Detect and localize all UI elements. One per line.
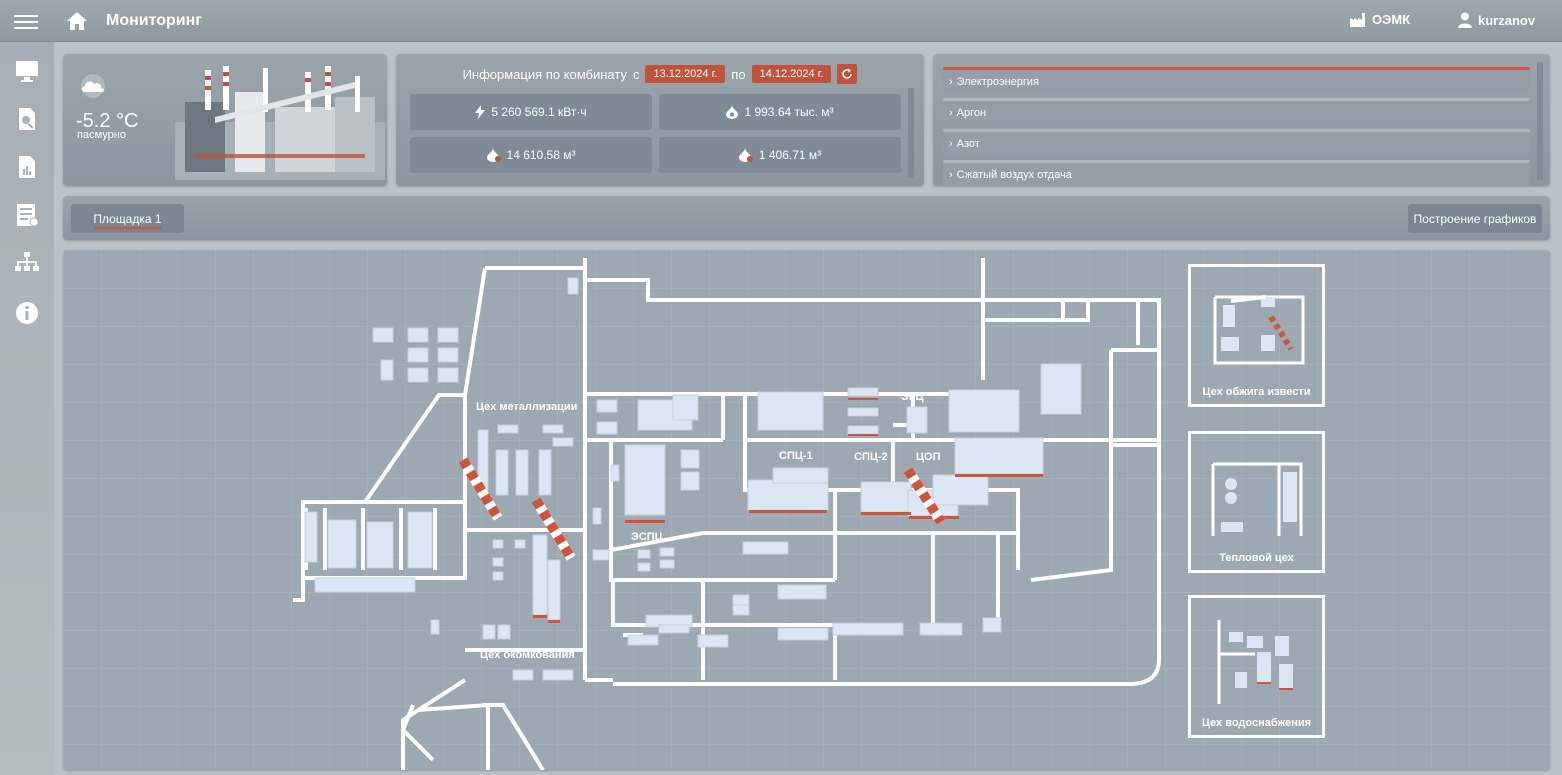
- lightning-icon: [475, 105, 486, 119]
- info-scrollbar[interactable]: [908, 88, 914, 178]
- label-spc-2[interactable]: СПЦ-2: [854, 451, 888, 463]
- page-title: Мониторинг: [106, 12, 202, 29]
- resource-item-electricity[interactable]: › Электроэнергия: [943, 70, 1530, 94]
- road-network: [293, 258, 1161, 770]
- date-to-button[interactable]: 14.12.2024 г.: [751, 65, 832, 83]
- to-word: по: [731, 66, 746, 82]
- resource-label: Сжатый воздух отдача: [956, 169, 1072, 181]
- refresh-button[interactable]: [837, 64, 858, 84]
- label-espc[interactable]: ЭСПЦ: [631, 531, 663, 543]
- electricity-tile: 5 260 569.1 кВт·ч: [410, 94, 652, 130]
- factory-illustration: [175, 66, 385, 180]
- tab-site-1[interactable]: Площадка 1: [71, 204, 184, 233]
- resource-divider: [943, 67, 1530, 70]
- monitor-icon[interactable]: [14, 58, 40, 84]
- resource-label: Азот: [956, 138, 980, 150]
- lime-kiln-map: [1213, 295, 1305, 365]
- top-bar: Мониторинг ОЭМК kurzanov: [0, 0, 1562, 42]
- chevron-right-icon: ›: [949, 76, 953, 88]
- label-enc[interactable]: ЭнЦ: [901, 391, 924, 403]
- chevron-right-icon: ›: [949, 169, 953, 181]
- electricity-value: 5 260 569.1 кВт·ч: [491, 105, 587, 119]
- resource-label: Аргон: [956, 107, 987, 119]
- weather-condition: пасмурно: [77, 129, 126, 141]
- temperature: -5.2 °C: [76, 110, 139, 132]
- steam-drop-icon: [738, 148, 753, 162]
- resources-panel: › Электроэнергия › Аргон › Азот › Сжатый…: [933, 54, 1550, 186]
- info-header: Информация по комбинату с 13.12.2024 г. …: [396, 64, 924, 84]
- label-pelletizing[interactable]: Цех окомкования: [480, 649, 575, 661]
- checklist-icon[interactable]: [14, 202, 40, 228]
- gas-value: 1 993.64 тыс. м³: [744, 105, 834, 119]
- sidebar: [0, 42, 54, 775]
- label-metallization[interactable]: Цех металлизации: [476, 401, 578, 413]
- plant-map: Цех металлизации Цех окомкования ЭСПЦ СП…: [63, 250, 1550, 770]
- chevron-right-icon: ›: [949, 107, 953, 119]
- steam-tile: 1 406.71 м³: [659, 137, 901, 173]
- report-chart-icon[interactable]: [14, 154, 40, 180]
- chevron-right-icon: ›: [949, 138, 953, 150]
- resource-divider: [943, 129, 1530, 132]
- inset-water-supply[interactable]: Цех водоснабжения: [1188, 595, 1325, 738]
- home-icon[interactable]: [66, 11, 88, 31]
- resource-label: Электроэнергия: [956, 76, 1039, 88]
- document-search-icon[interactable]: [14, 106, 40, 132]
- user-name: kurzanov: [1478, 12, 1536, 28]
- resources-scrollbar[interactable]: [1537, 62, 1543, 180]
- info-label: Информация по комбинату: [462, 66, 627, 82]
- resource-divider: [943, 98, 1530, 101]
- resource-item-argon[interactable]: › Аргон: [943, 101, 1530, 125]
- water-tile: 14 610.58 м³: [410, 137, 652, 173]
- org-name: ОЭМК: [1372, 12, 1411, 27]
- date-from-button[interactable]: 13.12.2024 г.: [645, 65, 726, 83]
- hierarchy-icon[interactable]: [14, 250, 40, 276]
- info-icon[interactable]: [14, 300, 40, 326]
- build-charts-button[interactable]: Построение графиков: [1408, 204, 1542, 233]
- user-icon: [1458, 12, 1472, 28]
- cloud-icon: [81, 74, 105, 98]
- gas-drop-icon: [726, 105, 739, 119]
- water-drop-icon: [486, 148, 501, 162]
- inset-label: Тепловой цех: [1219, 552, 1294, 564]
- inset-heat-shop[interactable]: Тепловой цех: [1188, 431, 1325, 573]
- gas-tile: 1 993.64 тыс. м³: [659, 94, 901, 130]
- water-value: 14 610.58 м³: [506, 148, 576, 162]
- site-tabs-bar: Площадка 1 Построение графиков: [63, 196, 1550, 240]
- user-menu[interactable]: kurzanov: [1458, 12, 1535, 28]
- refresh-icon: [842, 68, 853, 79]
- label-cop[interactable]: ЦОП: [916, 451, 941, 463]
- steam-value: 1 406.71 м³: [758, 148, 822, 162]
- from-word: с: [632, 66, 640, 82]
- resource-item-nitrogen[interactable]: › Азот: [943, 132, 1530, 156]
- inset-label: Цех водоснабжения: [1201, 717, 1312, 729]
- resource-divider: [943, 160, 1530, 163]
- menu-icon[interactable]: [14, 11, 38, 31]
- weather-panel: -5.2 °C пасмурно: [63, 54, 387, 186]
- water-supply-map: [1217, 620, 1293, 704]
- inset-label: Цех обжига извести: [1202, 386, 1311, 398]
- factory-icon: [1350, 12, 1365, 27]
- plant-info-panel: Информация по комбинату с 13.12.2024 г. …: [396, 54, 924, 186]
- inset-lime-kiln[interactable]: Цех обжига извести: [1188, 264, 1325, 407]
- heat-shop-map: [1211, 462, 1303, 536]
- resource-item-compressed-air[interactable]: › Сжатый воздух отдача: [943, 163, 1530, 186]
- label-spc-1[interactable]: СПЦ-1: [779, 450, 813, 462]
- org-selector[interactable]: ОЭМК: [1350, 12, 1410, 27]
